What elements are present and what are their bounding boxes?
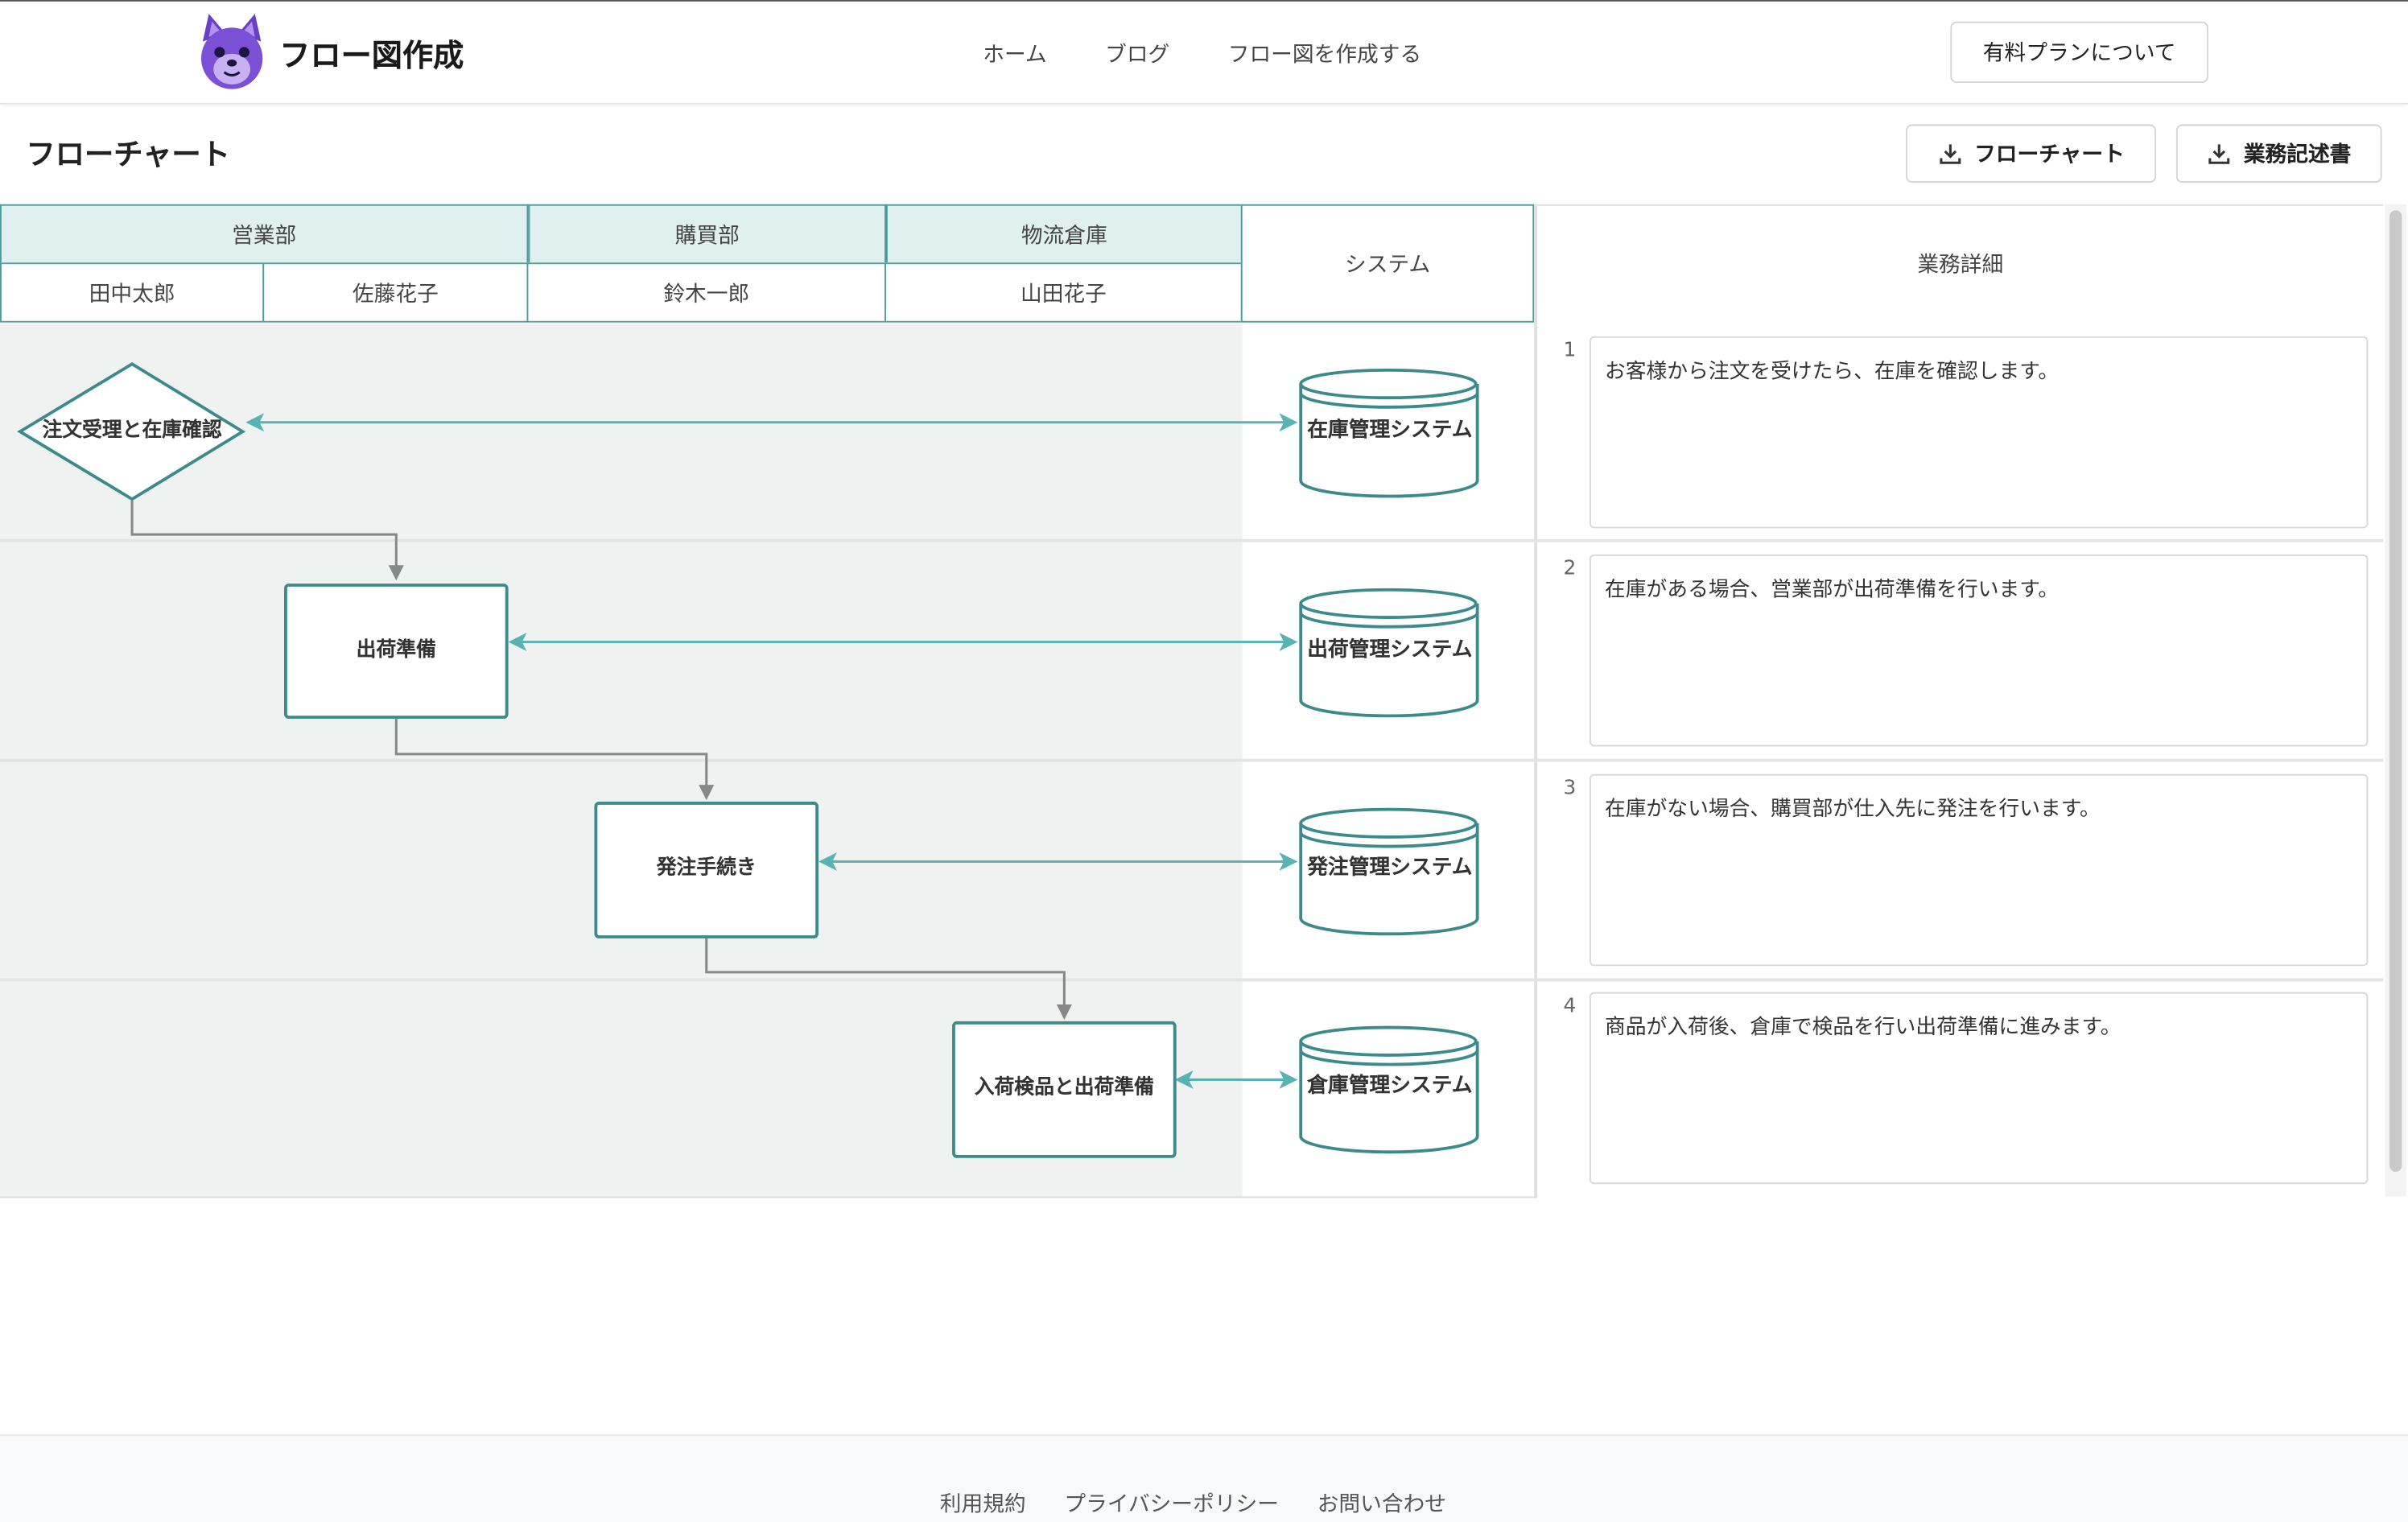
wolf-mascot-icon bbox=[200, 14, 263, 89]
flow-row-2 bbox=[0, 542, 1534, 761]
person-header-yamada: 山田花子 bbox=[884, 262, 1243, 323]
footer-privacy-link[interactable]: プライバシーポリシー bbox=[1064, 1492, 1279, 1518]
task-node-3[interactable]: 発注手続き bbox=[594, 802, 819, 938]
decision-diamond bbox=[17, 362, 246, 501]
step-number: 4 bbox=[1563, 995, 1577, 1019]
database-cylinder bbox=[1299, 1025, 1479, 1154]
database-cylinder bbox=[1299, 807, 1479, 936]
top-border bbox=[0, 0, 2408, 2]
detail-header: 業務詳細 bbox=[1534, 204, 2384, 323]
system-node-1[interactable]: 在庫管理システム bbox=[1307, 418, 1473, 443]
database-cylinder bbox=[1299, 368, 1479, 498]
system-node-4[interactable]: 倉庫管理システム bbox=[1307, 1074, 1473, 1099]
row-divider bbox=[0, 538, 2384, 542]
logo[interactable]: フロー図作成 bbox=[196, 14, 464, 90]
person-header-sato: 佐藤花子 bbox=[262, 262, 529, 323]
dept-header-sales: 営業部 bbox=[0, 204, 529, 263]
vertical-scrollbar[interactable] bbox=[2385, 204, 2407, 1197]
download-icon bbox=[1937, 142, 1962, 167]
step-number: 1 bbox=[1563, 339, 1577, 363]
connector-1-2 bbox=[130, 501, 404, 581]
detail-textarea-1[interactable]: お客様から注文を受けたら、在庫を確認します。 bbox=[1589, 336, 2369, 529]
detail-textarea-2[interactable]: 在庫がある場合、営業部が出荷準備を行います。 bbox=[1589, 554, 2369, 747]
task-node-4[interactable]: 入荷検品と出荷準備 bbox=[952, 1021, 1177, 1158]
download-doc-label: 業務記述書 bbox=[2243, 142, 2352, 167]
step-number: 2 bbox=[1563, 557, 1577, 581]
logo-text: フロー図作成 bbox=[279, 35, 464, 73]
download-flowchart-button[interactable]: フローチャート bbox=[1906, 124, 2157, 184]
system-node-3[interactable]: 発注管理システム bbox=[1307, 856, 1473, 881]
task-node-2[interactable]: 出荷準備 bbox=[284, 584, 509, 720]
download-flowchart-label: フローチャート bbox=[1974, 142, 2125, 167]
task-node-1[interactable]: 注文受理と在庫確認 bbox=[42, 419, 222, 442]
dept-header-logistics: 物流倉庫 bbox=[886, 204, 1243, 263]
detail-textarea-4[interactable]: 商品が入荷後、倉庫で検品を行い出荷準備に進みます。 bbox=[1589, 992, 2369, 1185]
footer-terms-link[interactable]: 利用規約 bbox=[939, 1492, 1026, 1518]
site-footer: 利用規約 プライバシーポリシー お問い合わせ bbox=[0, 1434, 2408, 1522]
row-divider bbox=[0, 978, 2384, 982]
system-header: システム bbox=[1240, 204, 1535, 323]
download-doc-button[interactable]: 業務記述書 bbox=[2175, 124, 2382, 184]
dept-header-purchasing: 購買部 bbox=[528, 204, 887, 263]
table-bottom-border bbox=[0, 1196, 1538, 1198]
site-header: フロー図作成 ホーム ブログ フロー図を作成する 有料プランについて bbox=[0, 1, 2408, 105]
download-icon bbox=[2207, 142, 2232, 167]
nav-create-flow[interactable]: フロー図を作成する bbox=[1227, 43, 1422, 68]
footer-contact-link[interactable]: お問い合わせ bbox=[1317, 1492, 1446, 1518]
nav-blog[interactable]: ブログ bbox=[1105, 43, 1170, 68]
flow-connectors bbox=[17, 362, 1479, 1154]
detail-textarea-3[interactable]: 在庫がない場合、購買部が仕入先に発注を行います。 bbox=[1589, 773, 2369, 967]
database-cylinder bbox=[1299, 588, 1479, 718]
nav-home[interactable]: ホーム bbox=[983, 43, 1047, 68]
step-number: 3 bbox=[1563, 777, 1577, 801]
system-node-2[interactable]: 出荷管理システム bbox=[1307, 637, 1473, 662]
connector-3-4 bbox=[705, 938, 1072, 1021]
person-header-suzuki: 鈴木一郎 bbox=[526, 262, 887, 323]
scrollbar-thumb[interactable] bbox=[2389, 210, 2402, 1172]
row-divider bbox=[0, 758, 2384, 762]
connector-2-3 bbox=[394, 719, 715, 801]
paid-plan-button[interactable]: 有料プランについて bbox=[1950, 21, 2208, 84]
person-header-tanaka: 田中太郎 bbox=[0, 262, 265, 323]
main-nav: ホーム ブログ フロー図を作成する bbox=[983, 39, 1479, 69]
page-title: フローチャート bbox=[26, 138, 230, 172]
